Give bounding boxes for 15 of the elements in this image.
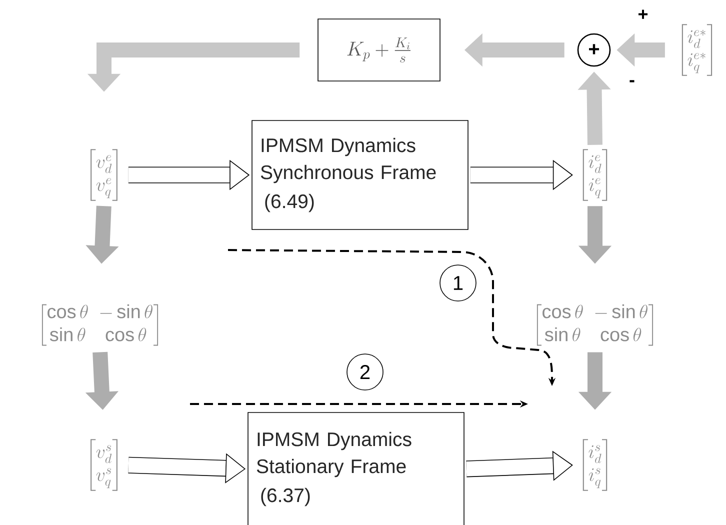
edge-label: + <box>638 10 648 19</box>
edge-label: - <box>630 80 634 82</box>
matrix: $\begin{bmatrix} v_d^s \\ v_q^s \end{bmatrix}$ <box>90 439 118 491</box>
matrix: $\begin{bmatrix} \cos\theta & -\sin\theta \\ \sin\theta & \cos\theta \end{bmatrix}$ <box>536 304 654 346</box>
process-box: IPMSM Dynamics Stationary Frame (6.37) <box>248 412 464 525</box>
callout-number: 2 <box>346 354 384 390</box>
controller-box: $K_p + \frac{K_i}{s}$ <box>318 18 440 82</box>
matrix: $\begin{bmatrix} i_d^s \\ i_q^s \end{bmatrix}$ <box>582 439 608 491</box>
callout-number: 1 <box>440 264 476 302</box>
matrix: $\begin{bmatrix} i_d^{e*} \\ i_q^{e*} \end{bmatrix}$ <box>682 24 712 76</box>
matrix: $\begin{bmatrix} v_d^e \\ v_q^e \end{bmatrix}$ <box>90 149 118 201</box>
summing-junction: + <box>577 33 611 67</box>
matrix: $\begin{bmatrix} i_d^e \\ i_q^e \end{bmatrix}$ <box>582 149 608 201</box>
process-box: IPMSM Dynamics Synchronous Frame (6.49) <box>252 120 468 230</box>
matrix: $\begin{bmatrix} \cos\theta & -\sin\theta \\ \sin\theta & \cos\theta \end{bmatrix}$ <box>42 304 158 346</box>
